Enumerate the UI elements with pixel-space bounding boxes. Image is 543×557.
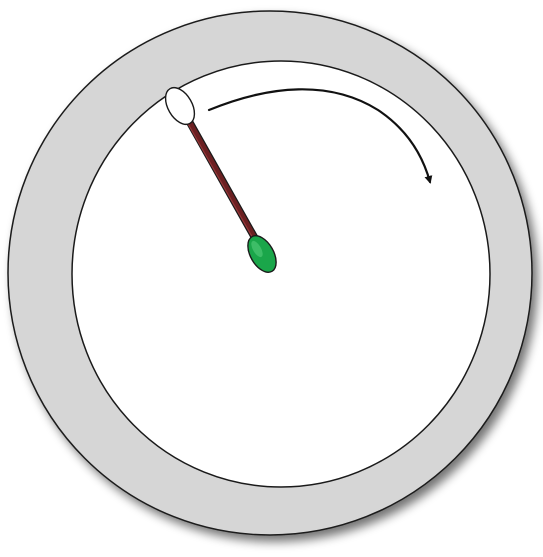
petri-dish-interior	[72, 61, 490, 487]
